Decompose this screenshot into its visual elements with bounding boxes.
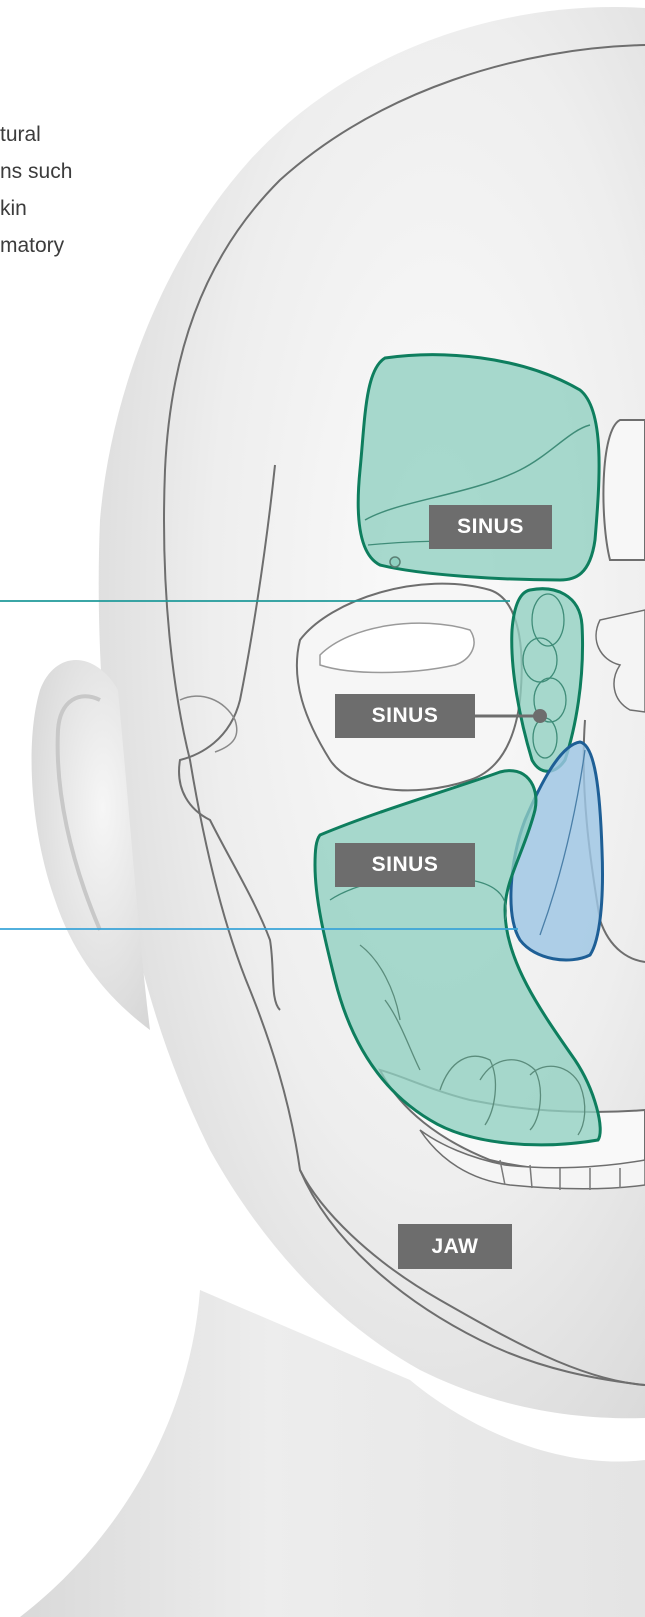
intro-text-line-2: ns such (0, 161, 72, 182)
eye-socket (297, 584, 522, 791)
ethmoid-pointer-dot (533, 709, 547, 723)
frontal-sinus-label: SINUS (429, 505, 552, 549)
intro-text-line-3: kin (0, 198, 27, 219)
intro-text-line-1: tural (0, 124, 41, 145)
maxillary-sinus-label: SINUS (335, 843, 475, 887)
frontal-sinus-dot (390, 557, 400, 567)
jaw-label: JAW (398, 1224, 512, 1269)
nasal-bone-outline (603, 420, 645, 560)
intro-text-line-4: matory (0, 235, 64, 256)
ethmoid-sinus-label: SINUS (335, 694, 475, 738)
